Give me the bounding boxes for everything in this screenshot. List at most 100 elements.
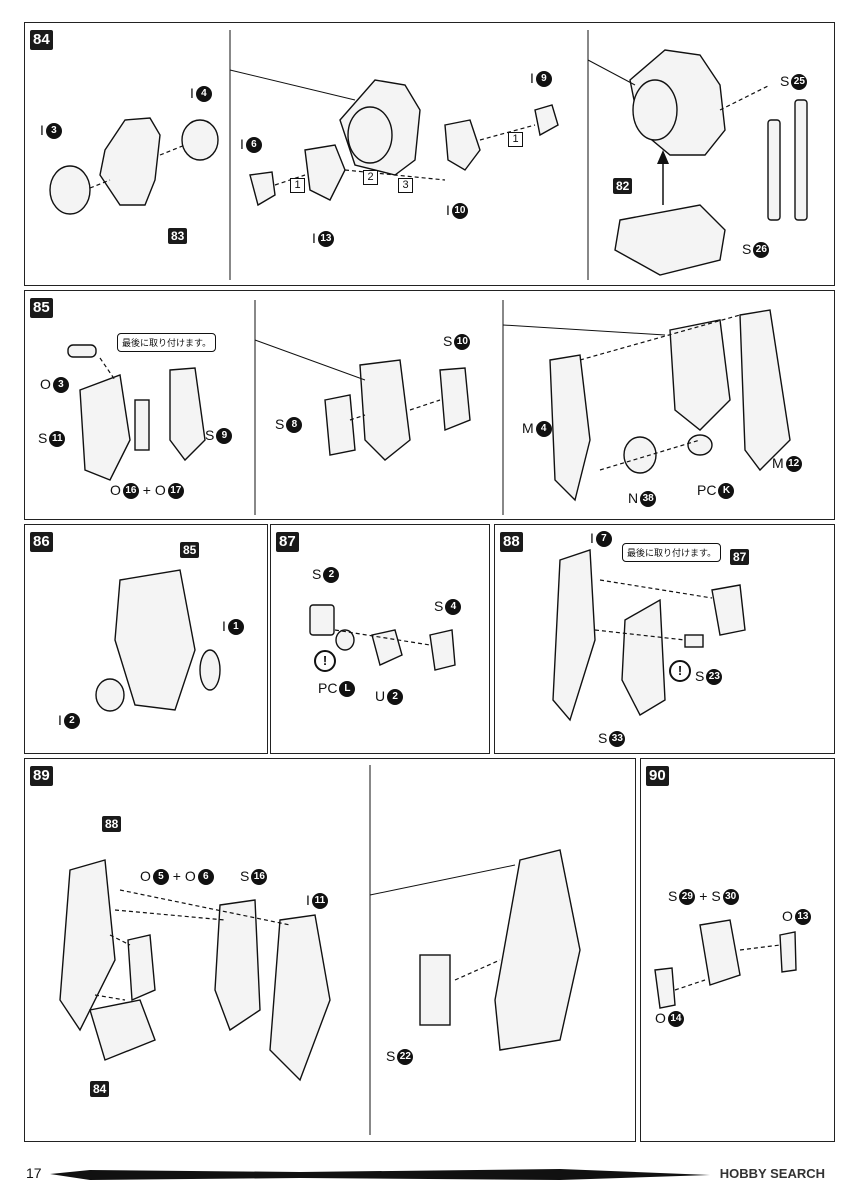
part-o5-o6 xyxy=(127,934,156,1002)
part-number: 25 xyxy=(791,74,808,91)
part-letter: O xyxy=(140,868,151,884)
part-number: 16 xyxy=(251,869,268,886)
ref-assembly-88: 88 xyxy=(102,816,122,832)
part-s8 xyxy=(324,394,356,456)
part-letter: M xyxy=(772,455,784,471)
part-number: 13 xyxy=(794,909,811,926)
part-number: 1 xyxy=(227,619,244,636)
part-letter: I xyxy=(312,230,316,246)
part-letter: I xyxy=(190,85,194,101)
part-s22 xyxy=(419,954,451,1026)
install-last-note: 最後に取り付けます。 xyxy=(117,333,217,352)
part-s33 xyxy=(621,598,666,716)
caution-icon: ! xyxy=(314,650,336,672)
part-letter: S xyxy=(312,566,322,582)
part-number: 13 xyxy=(317,231,334,248)
assembly-89-right xyxy=(494,849,581,1051)
part-letter: O xyxy=(655,1010,666,1026)
part-number: 22 xyxy=(397,1049,414,1066)
panel-step-85 xyxy=(24,290,835,520)
base-82 xyxy=(614,204,726,276)
part-o13 xyxy=(779,931,797,973)
part-o14 xyxy=(654,967,676,1009)
part-i6 xyxy=(249,171,276,207)
part-letter: S xyxy=(742,241,752,257)
assembly-mid-85 xyxy=(359,359,411,461)
part-s26a xyxy=(767,119,781,221)
part-letter: O xyxy=(184,868,196,884)
part-letter: I xyxy=(58,712,62,728)
panel-step-84 xyxy=(24,22,835,286)
part-number: 23 xyxy=(706,669,723,686)
part-i2 xyxy=(95,678,125,712)
order-box-1: 1 xyxy=(290,178,305,193)
assembly-86 xyxy=(114,569,196,711)
assembly-88 xyxy=(552,549,596,722)
part-number: 9 xyxy=(216,428,233,445)
panel-step-89 xyxy=(24,758,636,1142)
part-i10 xyxy=(444,119,481,171)
panel-step-90 xyxy=(640,758,835,1142)
part-number: 8 xyxy=(286,417,303,434)
part-number: 26 xyxy=(753,242,770,259)
part-o16-o17 xyxy=(134,399,150,451)
part-pc-l xyxy=(335,629,355,651)
install-last-note: 最後に取り付けます。 xyxy=(622,543,722,562)
ref-assembly-85: 85 xyxy=(180,542,200,558)
part-letter: I xyxy=(306,892,310,908)
part-letter: I xyxy=(240,136,244,152)
assembly-right-85 xyxy=(669,319,731,431)
part-letter: S xyxy=(695,668,705,684)
part-number: 4 xyxy=(445,599,462,616)
plus-sign: + xyxy=(172,868,181,884)
plus-sign: + xyxy=(699,888,708,904)
part-i11 xyxy=(269,914,331,1082)
part-number: K xyxy=(718,483,735,500)
part-number: L xyxy=(339,681,356,698)
part-number: 2 xyxy=(63,713,80,730)
part-number: 4 xyxy=(535,421,552,438)
step-number-88: 88 xyxy=(500,532,523,552)
part-s25 xyxy=(794,99,808,221)
part-number: 17 xyxy=(167,483,184,500)
part-letter: O xyxy=(110,482,121,498)
part-number: 10 xyxy=(451,203,468,220)
part-letter: N xyxy=(628,490,639,506)
part-letter: S xyxy=(598,730,608,746)
plus-sign: + xyxy=(142,482,151,498)
part-letter: S xyxy=(386,1048,396,1064)
part-s10 xyxy=(439,367,471,432)
part-m12 xyxy=(739,309,791,472)
ref-assembly-87: 87 xyxy=(730,549,750,565)
part-letter: S xyxy=(434,598,444,614)
part-n38 xyxy=(623,436,657,474)
part-number: 12 xyxy=(785,456,802,473)
part-letter: S xyxy=(240,868,250,884)
part-letter: O xyxy=(154,482,166,498)
part-letter: O xyxy=(782,908,793,924)
caution-icon: ! xyxy=(669,660,691,682)
part-number: 38 xyxy=(640,491,657,508)
panel-step-86 xyxy=(24,524,268,754)
part-number: 14 xyxy=(667,1011,684,1028)
step-number-85: 85 xyxy=(30,298,53,318)
part-letter: S xyxy=(780,73,790,89)
part-number: 6 xyxy=(245,137,262,154)
